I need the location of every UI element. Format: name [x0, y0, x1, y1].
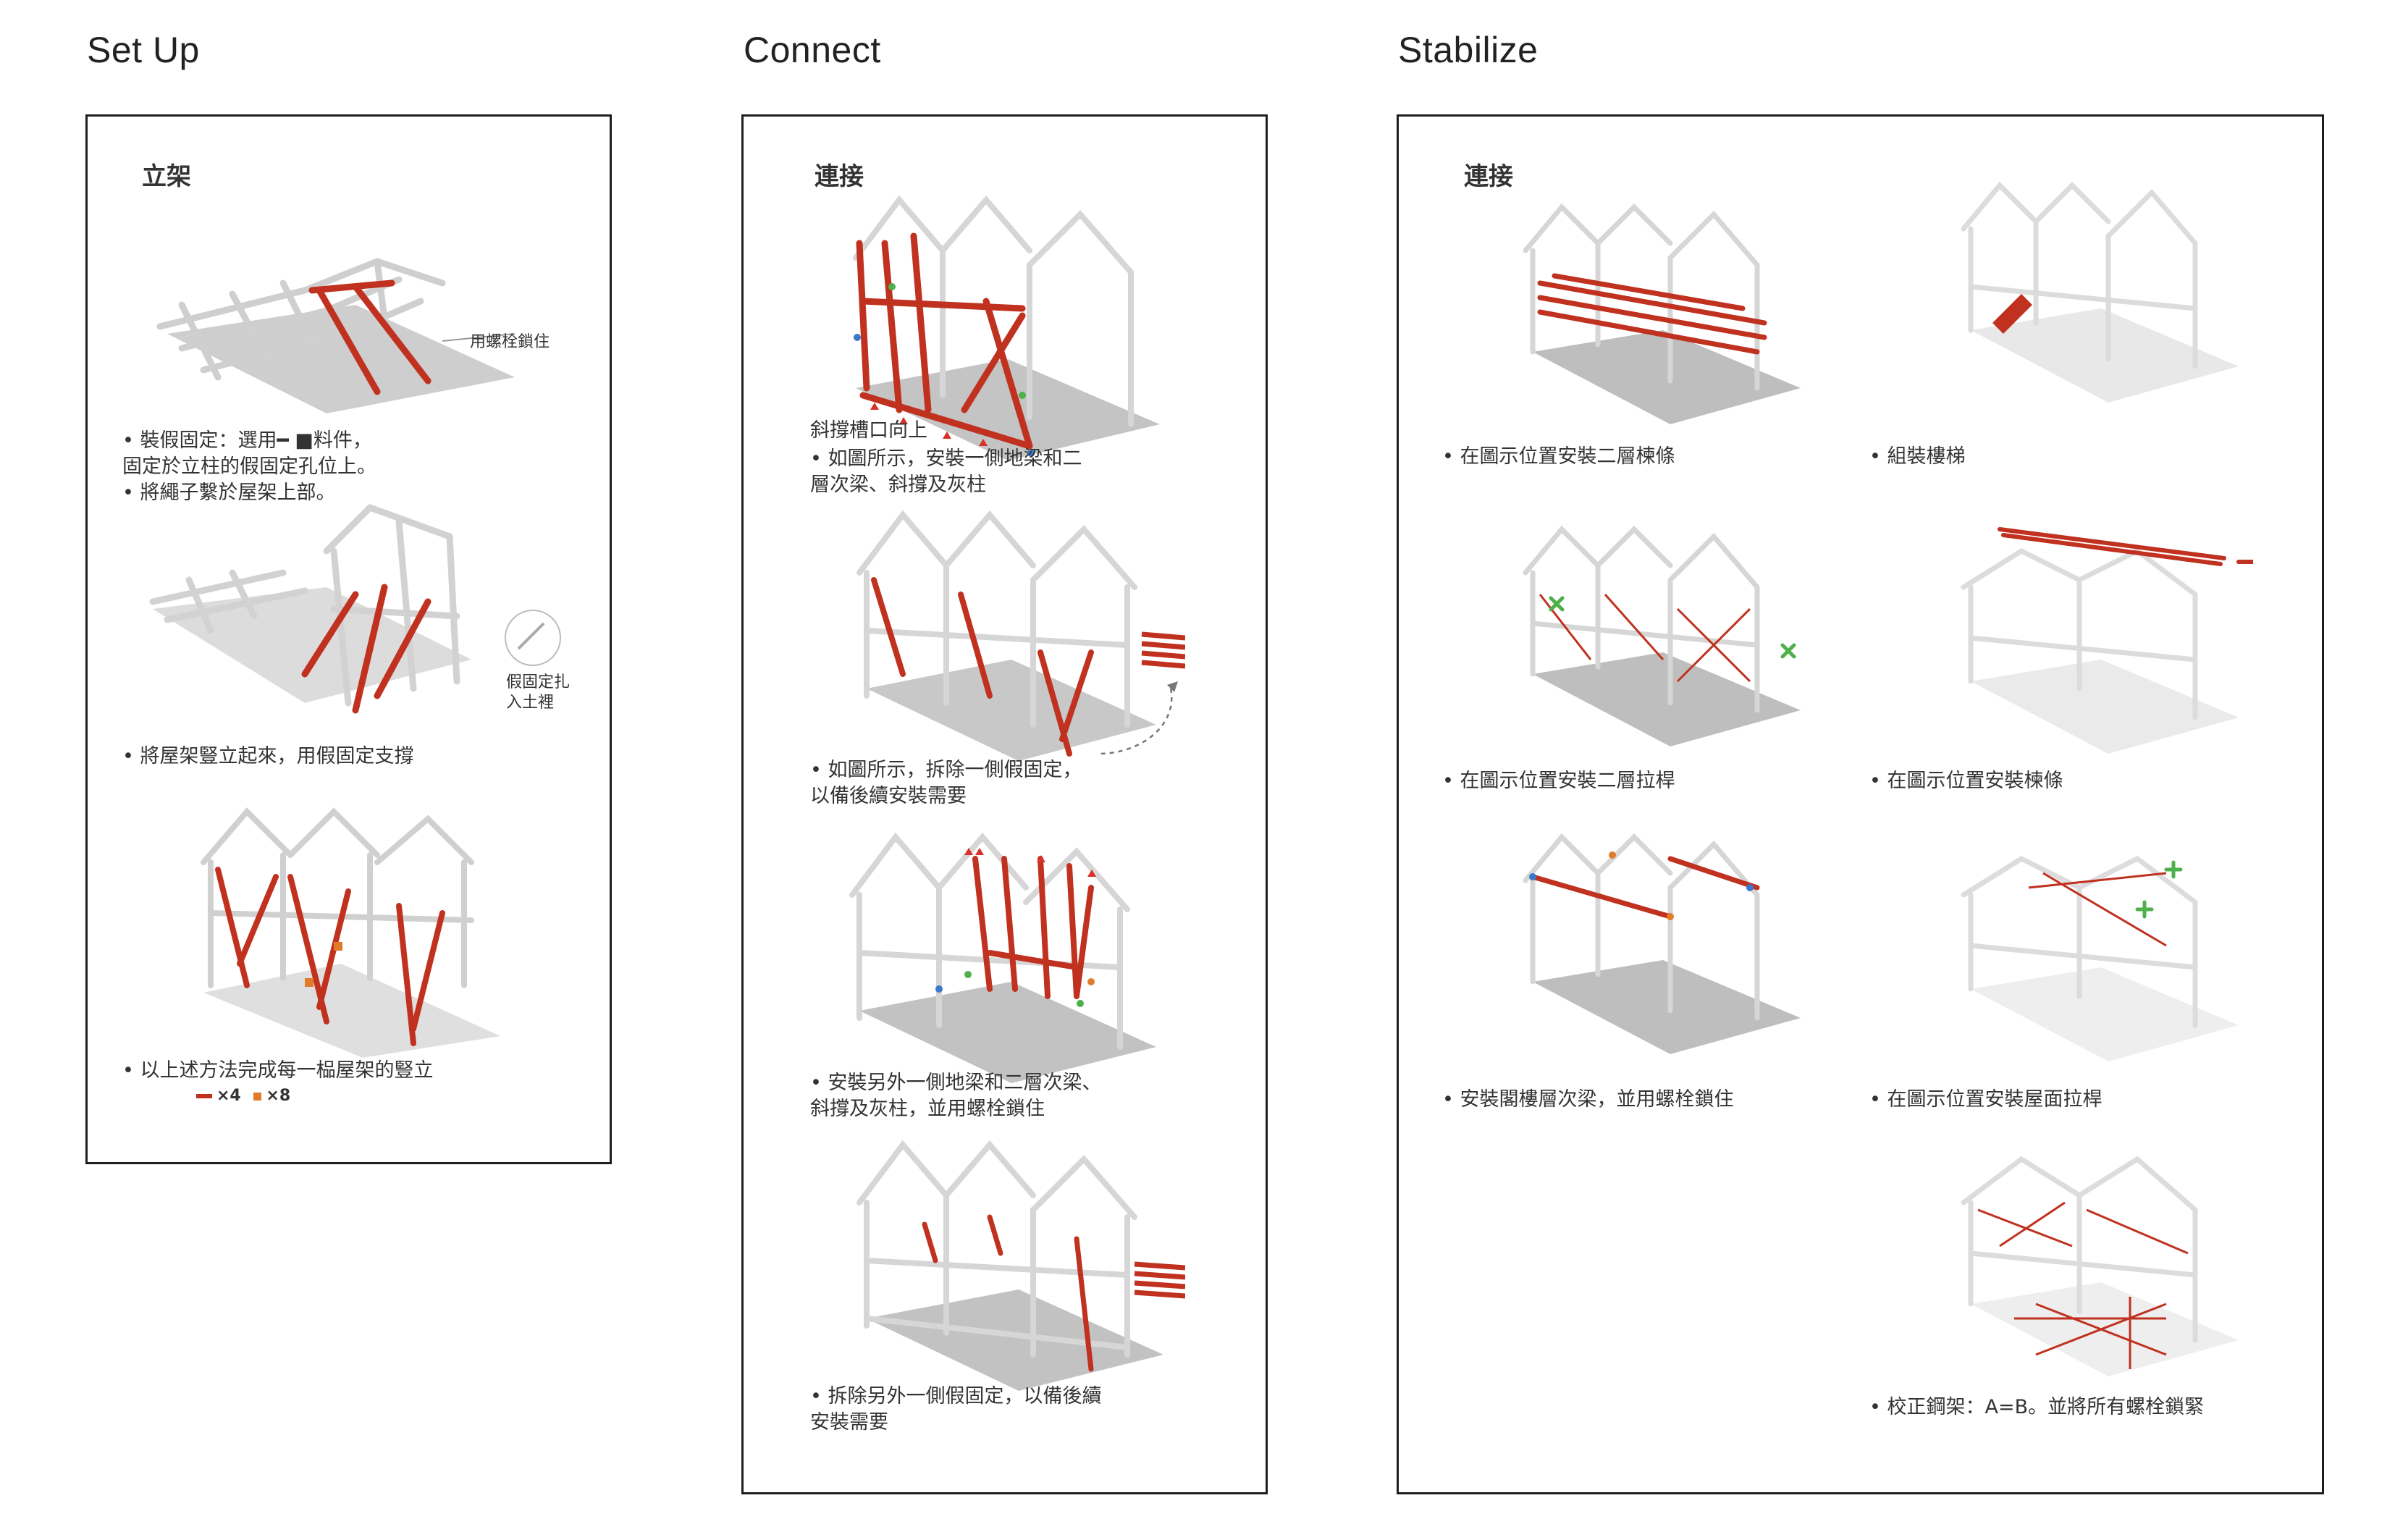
- connect-caption-3: • 安裝另外一側地梁和二層次梁、 斜撐及灰柱，並用螺栓鎖住: [810, 1072, 1102, 1120]
- section-title-setup: Set Up: [87, 30, 200, 70]
- stabilize-caption-R2: • 在圖示位置安裝楝條: [1869, 770, 2063, 792]
- connect-caption-2: • 如圖所示，拆除一側假固定， 以備後續安裝需要: [810, 759, 1082, 807]
- setup-detail-circle-icon: [505, 610, 561, 666]
- legend-bar-icon: [196, 1094, 212, 1098]
- section-title-connect: Connect: [744, 30, 881, 70]
- stabilize-diagram-purlins-2f: [1523, 203, 1801, 424]
- stabilize-caption-R3: • 在圖示位置安裝屋面拉桿: [1869, 1088, 2103, 1111]
- legend-square-count: ×8: [266, 1087, 291, 1105]
- stabilize-caption-L2: • 在圖示位置安裝二層拉桿: [1442, 770, 1675, 792]
- connect-heading: 連接: [815, 162, 864, 191]
- setup-panel: 立架 用螺栓鎖住 • 裝假固定：選用━ ■料件， 固定於立柱的假固定孔位上。 •…: [85, 114, 612, 1164]
- setup-caption-2: • 將屋架豎立起來，用假固定支撐: [122, 745, 414, 767]
- section-title-stabilize: Stabilize: [1398, 30, 1539, 70]
- setup-diagram-upright-frames: [201, 807, 500, 1058]
- setup-caption-3: • 以上述方法完成每一榀屋架的豎立: [122, 1059, 434, 1082]
- stabilize-diagram-stairs: [1961, 181, 2239, 403]
- connect-label-slot: 斜撐槽口向上: [810, 419, 927, 442]
- stabilize-heading: 連接: [1464, 162, 1513, 191]
- stabilize-diagram-roof-ties: [1961, 855, 2239, 1061]
- stabilize-diagram-calibrate: [1961, 1156, 2239, 1376]
- stabilize-diagram-purlins: [1961, 527, 2253, 754]
- stabilize-panel: 連接 • 在圖示位置安裝二層楝條 • 組裝樓梯: [1397, 114, 2324, 1494]
- connect-diagram-1: [853, 195, 1160, 460]
- connect-diagram-4: [856, 1140, 1185, 1391]
- stabilize-caption-R1: • 組裝樓梯: [1869, 445, 1966, 468]
- setup-diagram-raising-frame: [149, 504, 471, 714]
- stabilize-caption-L1: • 在圖示位置安裝二層楝條: [1442, 445, 1675, 468]
- connect-caption-1: • 如圖所示，安裝一側地梁和二 層次梁、斜撐及灰柱: [810, 447, 1082, 496]
- connect-diagram-2: [856, 510, 1185, 761]
- legend-bar-count: ×4: [216, 1087, 241, 1105]
- setup-caption-1: • 裝假固定：選用━ ■料件， 固定於立柱的假固定孔位上。 • 將繩子繫於屋架上…: [122, 429, 376, 504]
- setup-heading: 立架: [142, 162, 191, 191]
- connect-caption-4: • 拆除另外一側假固定，以備後續 安裝需要: [810, 1385, 1102, 1434]
- setup-diagram-lying-frame: [156, 258, 515, 413]
- stabilize-caption-L3: • 安裝閣樓層次梁，並用螺栓鎖住: [1442, 1088, 1734, 1111]
- stabilize-diagram-attic-beams: [1523, 833, 1801, 1054]
- setup-label-bolt: 用螺栓鎖住: [470, 333, 550, 351]
- stabilize-caption-R4: • 校正鋼架：A=B。並將所有螺栓鎖緊: [1869, 1396, 2205, 1418]
- stabilize-diagram-tie-rods-2f: [1523, 525, 1801, 746]
- legend-square-icon: [253, 1092, 262, 1101]
- setup-label-temp-stake: 假固定扎 入土裡: [506, 673, 571, 712]
- connect-diagram-3: [849, 832, 1156, 1083]
- connect-panel: 連接 斜撐槽口向上 • 如圖所示，安裝一側地梁和二 層次梁、斜撐及灰柱: [741, 114, 1268, 1494]
- setup-legend: ×4 ×8: [196, 1087, 290, 1105]
